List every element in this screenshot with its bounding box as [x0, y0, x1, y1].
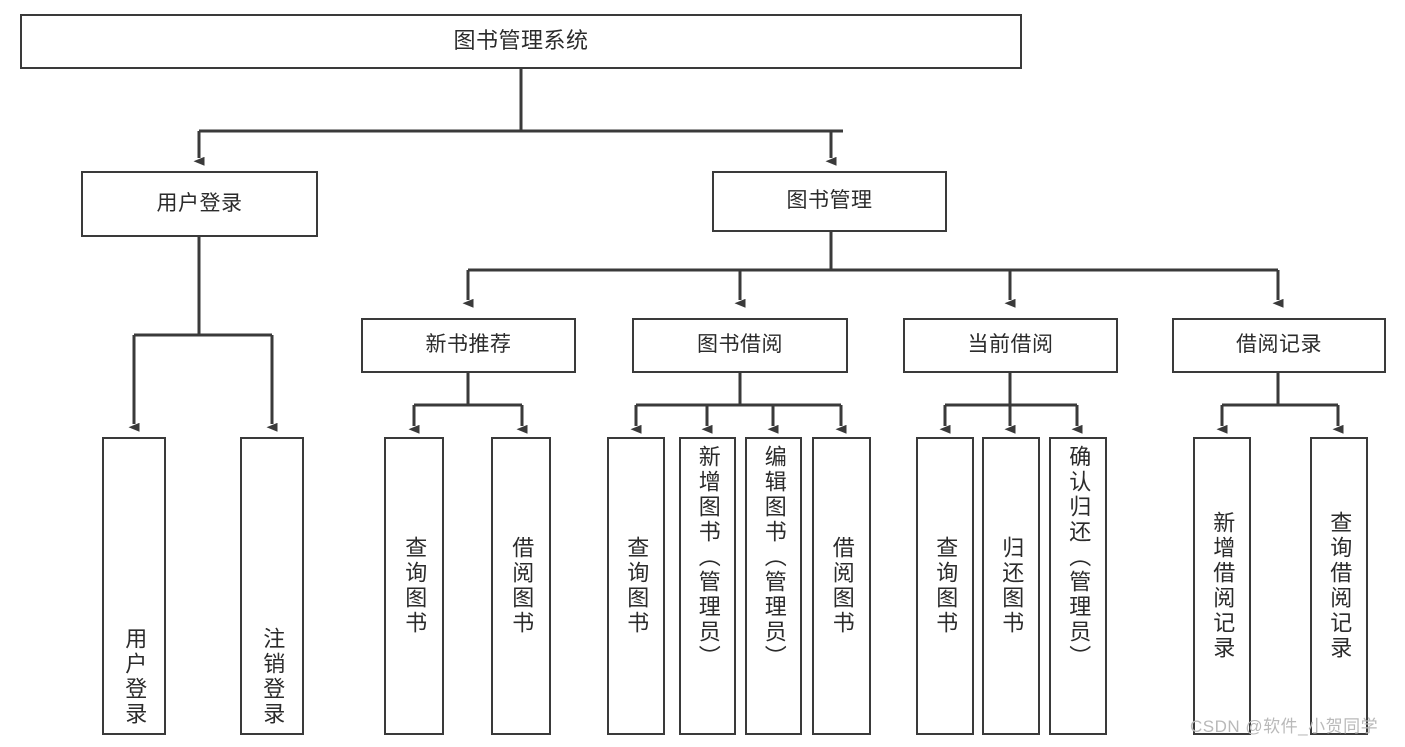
node-leaf-query-book-3[interactable]: 查询图书	[916, 437, 974, 735]
node-current-borrow-label: 当前借阅	[967, 333, 1054, 357]
node-leaf-query-book-2-label: 查询图书	[624, 536, 650, 636]
node-leaf-add-record-label: 新增借阅记录	[1210, 511, 1236, 661]
node-leaf-query-record[interactable]: 查询借阅记录	[1310, 437, 1368, 735]
node-leaf-logout[interactable]: 注销登录	[240, 437, 304, 735]
node-leaf-query-book-2[interactable]: 查询图书	[607, 437, 665, 735]
node-current-borrow[interactable]: 当前借阅	[903, 318, 1118, 373]
node-leaf-query-book-1-label: 查询图书	[402, 536, 428, 636]
node-leaf-query-book-3-label: 查询图书	[933, 536, 959, 636]
node-leaf-borrow-book-2-label: 借阅图书	[829, 536, 855, 636]
node-leaf-user-login-label: 用户登录	[122, 627, 148, 727]
node-new-book-rec-label: 新书推荐	[425, 333, 512, 357]
node-leaf-borrow-book-1[interactable]: 借阅图书	[491, 437, 551, 735]
node-new-book-rec[interactable]: 新书推荐	[361, 318, 576, 373]
node-borrow-record[interactable]: 借阅记录	[1172, 318, 1386, 373]
node-leaf-return-book-label: 归还图书	[999, 536, 1025, 636]
node-borrow-record-label: 借阅记录	[1236, 333, 1322, 357]
node-leaf-query-book-1[interactable]: 查询图书	[384, 437, 444, 735]
node-book-manage-label: 图书管理	[786, 189, 873, 213]
node-leaf-logout-label: 注销登录	[260, 627, 286, 727]
node-leaf-add-book-label: 新增图书（管理员）	[695, 445, 721, 670]
node-leaf-return-book[interactable]: 归还图书	[982, 437, 1040, 735]
node-book-borrow-label: 图书借阅	[697, 333, 783, 357]
node-leaf-query-record-label: 查询借阅记录	[1327, 511, 1353, 661]
node-root[interactable]: 图书管理系统	[20, 14, 1022, 69]
node-leaf-borrow-book-1-label: 借阅图书	[509, 536, 535, 636]
node-leaf-edit-book[interactable]: 编辑图书（管理员）	[745, 437, 802, 735]
node-leaf-add-record[interactable]: 新增借阅记录	[1193, 437, 1251, 735]
node-leaf-edit-book-label: 编辑图书（管理员）	[761, 445, 787, 670]
node-leaf-user-login[interactable]: 用户登录	[102, 437, 166, 735]
node-root-label: 图书管理系统	[453, 28, 589, 54]
node-leaf-confirm-return[interactable]: 确认归还（管理员）	[1049, 437, 1107, 735]
node-book-borrow[interactable]: 图书借阅	[632, 318, 848, 373]
node-book-manage[interactable]: 图书管理	[712, 171, 947, 232]
node-leaf-add-book[interactable]: 新增图书（管理员）	[679, 437, 736, 735]
node-user-login[interactable]: 用户登录	[81, 171, 318, 237]
node-user-login-label: 用户登录	[156, 191, 243, 215]
node-leaf-confirm-return-label: 确认归还（管理员）	[1066, 445, 1092, 670]
node-leaf-borrow-book-2[interactable]: 借阅图书	[812, 437, 871, 735]
